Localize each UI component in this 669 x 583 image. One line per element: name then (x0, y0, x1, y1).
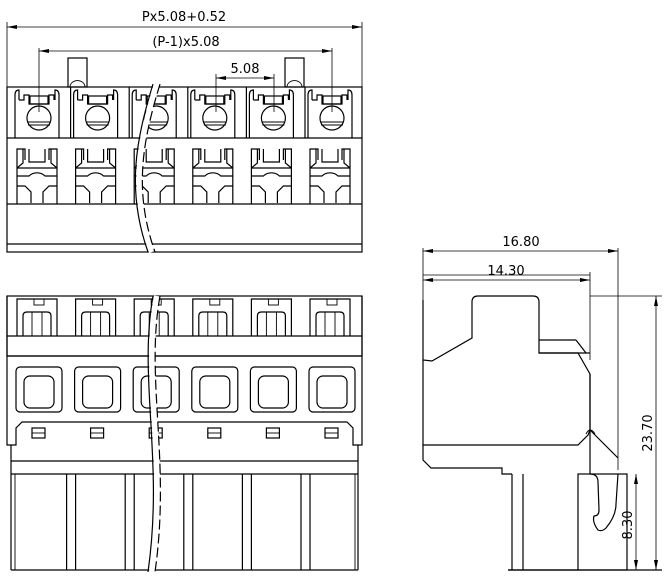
dimension-pitch: 5.08 (215, 62, 275, 112)
wire-entry-icon (134, 172, 175, 177)
label-pin-height: 8.30 (621, 511, 636, 540)
wire-entry-icon (310, 172, 350, 177)
side-view-body (422, 295, 591, 430)
dimension-side-depth-inner: 14.30 (423, 264, 591, 360)
top-view-body (6, 86, 363, 253)
dimension-overall-width: Px5.08+0.52 (6, 10, 363, 88)
top-pole (304, 87, 353, 204)
label-pitch: 5.08 (231, 62, 260, 77)
top-pole (69, 87, 119, 204)
screw-icon (84, 105, 111, 131)
label-overall-height: 23.70 (641, 414, 656, 451)
front-pole (65, 298, 122, 570)
top-pole (14, 89, 60, 204)
wire-entry-icon (251, 172, 292, 177)
front-pole (300, 298, 356, 570)
screw-icon (26, 105, 52, 131)
label-pitch-span: (P-1)x5.08 (152, 35, 219, 50)
latch-tab-left (67, 57, 88, 88)
wire-hole-icon (81, 375, 114, 409)
wire-hole-icon (316, 375, 348, 409)
dimension-pin-height: 8.30 (621, 474, 638, 570)
label-side-depth-inner: 14.30 (487, 264, 524, 279)
front-pole (183, 298, 239, 570)
dimension-side-depth-outer: 16.80 (422, 235, 619, 470)
top-view: Px5.08+0.52 (P-1)x5.08 5.08 (6, 10, 363, 253)
label-overall-width: Px5.08+0.52 (142, 10, 226, 25)
screw-icon (202, 105, 228, 131)
wire-hole-icon (257, 375, 289, 409)
front-view (6, 295, 363, 571)
top-pole (187, 87, 236, 204)
screw-icon (319, 105, 345, 131)
front-pole (124, 298, 180, 570)
dimension-pitch-span: (P-1)x5.08 (38, 35, 333, 112)
top-pole (245, 87, 294, 204)
wire-entry-icon (17, 172, 57, 177)
wire-hole-icon (199, 375, 231, 409)
latch-hook (589, 473, 619, 532)
label-side-depth-outer: 16.80 (502, 235, 539, 250)
wire-entry-icon (75, 172, 116, 177)
wire-hole-icon (23, 375, 55, 409)
front-pole (241, 298, 297, 570)
dimension-overall-height: 23.70 (641, 296, 658, 570)
wire-entry-icon (192, 172, 233, 177)
front-pole (15, 298, 63, 439)
break-line (134, 83, 161, 573)
screw-icon (260, 105, 286, 131)
latch-tab-right (284, 57, 305, 88)
side-view: 16.80 14.30 (422, 235, 662, 571)
